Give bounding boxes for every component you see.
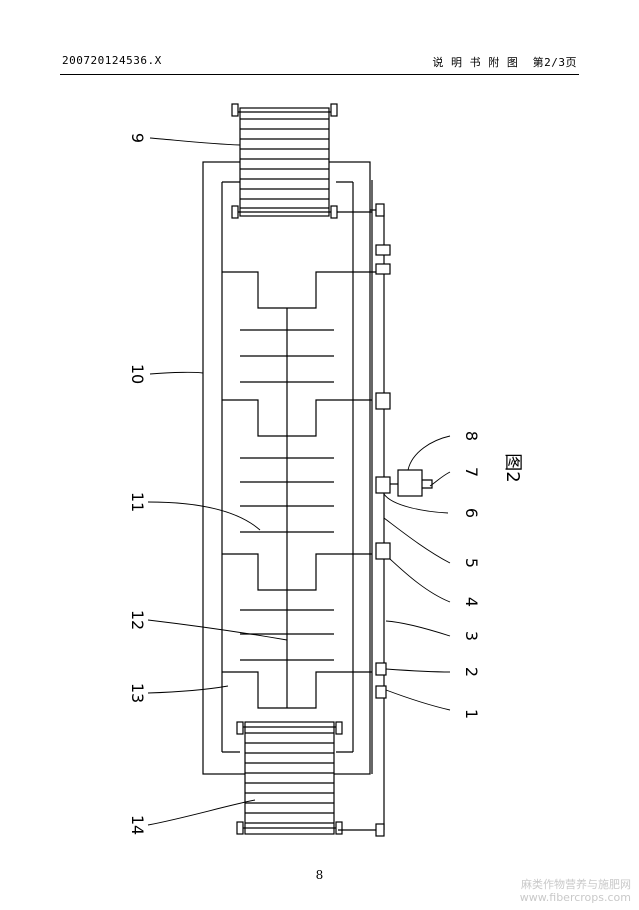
watermark-line2: www.fibercrops.com [519,891,631,904]
section-title: 说 明 书 附 图 [432,56,519,69]
label-11: 11 [128,492,147,512]
sensor-blocks [375,203,391,837]
leader-lines [147,137,451,826]
top-roller [231,103,338,219]
label-12: 12 [128,610,147,630]
label-13: 13 [128,683,147,703]
patent-number: 200720124536.X [62,54,162,67]
control-box-connector [422,479,433,489]
label-8: 8 [462,431,481,441]
header-rule [60,74,579,75]
header-right: 说 明 书 附 图 第2/3页 [432,54,577,70]
label-1: 1 [462,709,481,719]
label-5: 5 [462,558,481,568]
bottom-roller [236,721,343,835]
label-4: 4 [462,597,481,607]
label-10: 10 [128,364,147,384]
control-box [397,469,423,497]
label-2: 2 [462,667,481,677]
watermark: 麻类作物营养与施肥网 www.fibercrops.com [520,878,631,904]
label-6: 6 [462,508,481,518]
stepped-channels [222,271,372,709]
horizontal-bars [240,329,334,661]
label-9: 9 [128,133,147,143]
watermark-line1: 麻类作物营养与施肥网 [521,878,631,891]
page-indicator: 第2/3页 [532,56,577,69]
label-3: 3 [462,631,481,641]
label-14: 14 [128,815,147,835]
page-number: 8 [315,868,324,882]
figure-caption: 图2 [502,453,523,482]
label-7: 7 [462,467,481,477]
